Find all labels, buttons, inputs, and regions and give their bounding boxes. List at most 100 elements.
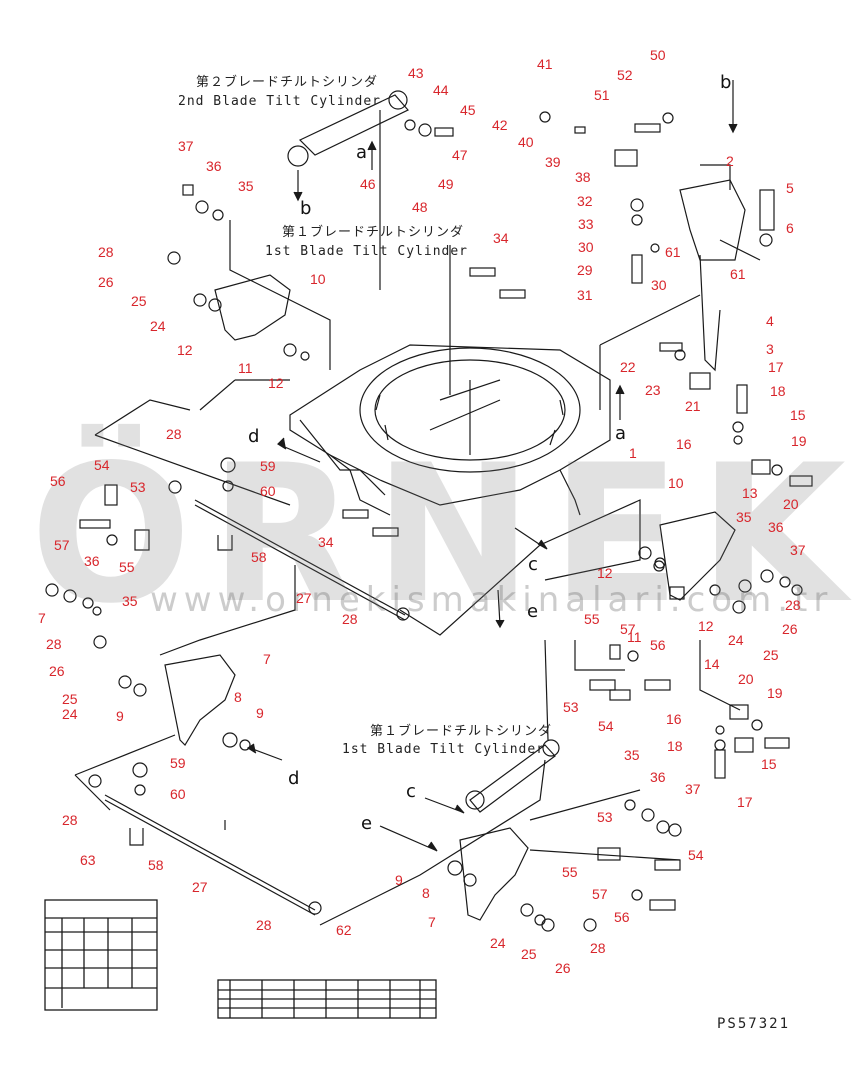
part-callout-17: 17 [768, 359, 784, 375]
part-callout-12: 12 [177, 342, 193, 358]
table-62 [217, 979, 437, 1019]
part-callout-56: 56 [614, 909, 630, 925]
part-callout-16: 16 [676, 436, 692, 452]
reference-letter-c: c [528, 554, 538, 575]
part-callout-14: 14 [704, 656, 720, 672]
part-callout-59: 59 [170, 755, 186, 771]
rod-lower [104, 794, 316, 911]
part-callout-53: 53 [597, 809, 613, 825]
part-callout-9: 9 [395, 872, 403, 888]
part-callout-20: 20 [783, 496, 799, 512]
part-callout-37: 37 [790, 542, 806, 558]
part-callout-36: 36 [84, 553, 100, 569]
caption-1st-cylinder-b-en: 1st Blade Tilt Cylinder [342, 742, 546, 757]
part-callout-21: 21 [685, 398, 701, 414]
part-callout-22: 22 [620, 359, 636, 375]
caption-2nd-cylinder-jp: 第２ブレードチルトシリンダ [196, 75, 379, 90]
bracket-left-mid [164, 654, 236, 746]
cylinder-2nd [298, 94, 409, 156]
table-63 [44, 899, 158, 1011]
part-callout-53: 53 [563, 699, 579, 715]
part-callout-20: 20 [738, 671, 754, 687]
reference-letter-e: e [361, 813, 373, 834]
part-callout-31: 31 [577, 287, 593, 303]
part-callout-9: 9 [116, 708, 124, 724]
caption-1st-cylinder-b-jp: 第１ブレードチルトシリンダ [370, 724, 553, 739]
part-callout-54: 54 [598, 718, 614, 734]
part-callout-24: 24 [150, 318, 166, 334]
frame-ring-teeth [375, 394, 564, 446]
reference-letter-b: b [720, 72, 732, 93]
part-callout-40: 40 [518, 134, 534, 150]
part-callout-3: 3 [766, 341, 774, 357]
reference-letter-a: a [615, 423, 627, 444]
part-callout-61: 61 [665, 244, 681, 260]
frame-ring-outer [359, 347, 581, 473]
part-callout-27: 27 [192, 879, 208, 895]
part-callout-25: 25 [763, 647, 779, 663]
part-callout-34: 34 [493, 230, 509, 246]
part-callout-19: 19 [767, 685, 783, 701]
part-callout-60: 60 [170, 786, 186, 802]
part-callout-16: 16 [666, 711, 682, 727]
part-callout-39: 39 [545, 154, 561, 170]
part-callout-33: 33 [578, 216, 594, 232]
part-callout-60: 60 [260, 483, 276, 499]
part-callout-10: 10 [668, 475, 684, 491]
part-callout-5: 5 [786, 180, 794, 196]
part-callout-35: 35 [736, 509, 752, 525]
part-callout-45: 45 [460, 102, 476, 118]
part-callout-26: 26 [555, 960, 571, 976]
caption-1st-cylinder-a-en: 1st Blade Tilt Cylinder [265, 244, 469, 259]
part-callout-2: 2 [726, 153, 734, 169]
part-callout-18: 18 [770, 383, 786, 399]
part-callout-37: 37 [685, 781, 701, 797]
part-callout-54: 54 [688, 847, 704, 863]
part-callout-13: 13 [742, 485, 758, 501]
part-callout-35: 35 [624, 747, 640, 763]
part-callout-32: 32 [577, 193, 593, 209]
part-callout-18: 18 [667, 738, 683, 754]
part-callout-30: 30 [651, 277, 667, 293]
part-callout-15: 15 [790, 407, 806, 423]
reference-letter-b: b [300, 198, 312, 219]
part-callout-55: 55 [119, 559, 135, 575]
part-callout-25: 25 [131, 293, 147, 309]
reference-letter-d: d [248, 426, 260, 447]
part-callout-7: 7 [38, 610, 46, 626]
part-callout-42: 42 [492, 117, 508, 133]
part-callout-28: 28 [342, 611, 358, 627]
part-callout-28: 28 [256, 917, 272, 933]
part-callout-36: 36 [768, 519, 784, 535]
part-callout-12: 12 [698, 618, 714, 634]
part-callout-11: 11 [627, 629, 642, 645]
part-callout-28: 28 [590, 940, 606, 956]
part-callout-6: 6 [786, 220, 794, 236]
cylinder-1st-lower [469, 744, 556, 813]
caption-2nd-cylinder-en: 2nd Blade Tilt Cylinder [178, 94, 382, 109]
part-callout-56: 56 [650, 637, 666, 653]
part-callout-44: 44 [433, 82, 449, 98]
diagram-code: PS57321 [717, 1016, 791, 1032]
part-callout-12: 12 [597, 565, 613, 581]
bracket-upper-left [214, 274, 291, 341]
part-callout-24: 24 [490, 935, 506, 951]
part-callout-52: 52 [617, 67, 633, 83]
part-callout-25: 25 [521, 946, 537, 962]
part-callout-38: 38 [575, 169, 591, 185]
part-callout-8: 8 [234, 689, 242, 705]
part-callout-61: 61 [730, 266, 746, 282]
part-callout-28: 28 [62, 812, 78, 828]
part-callout-48: 48 [412, 199, 428, 215]
reference-letter-a: a [356, 142, 368, 163]
part-callout-30: 30 [578, 239, 594, 255]
part-callout-26: 26 [782, 621, 798, 637]
part-callout-28: 28 [785, 597, 801, 613]
part-callout-7: 7 [263, 651, 271, 667]
part-callout-23: 23 [645, 382, 661, 398]
part-callout-12: 12 [268, 375, 284, 391]
part-callout-55: 55 [562, 864, 578, 880]
reference-letter-c: c [406, 781, 416, 802]
part-callout-17: 17 [737, 794, 753, 810]
frame-ring-inner [374, 359, 566, 461]
